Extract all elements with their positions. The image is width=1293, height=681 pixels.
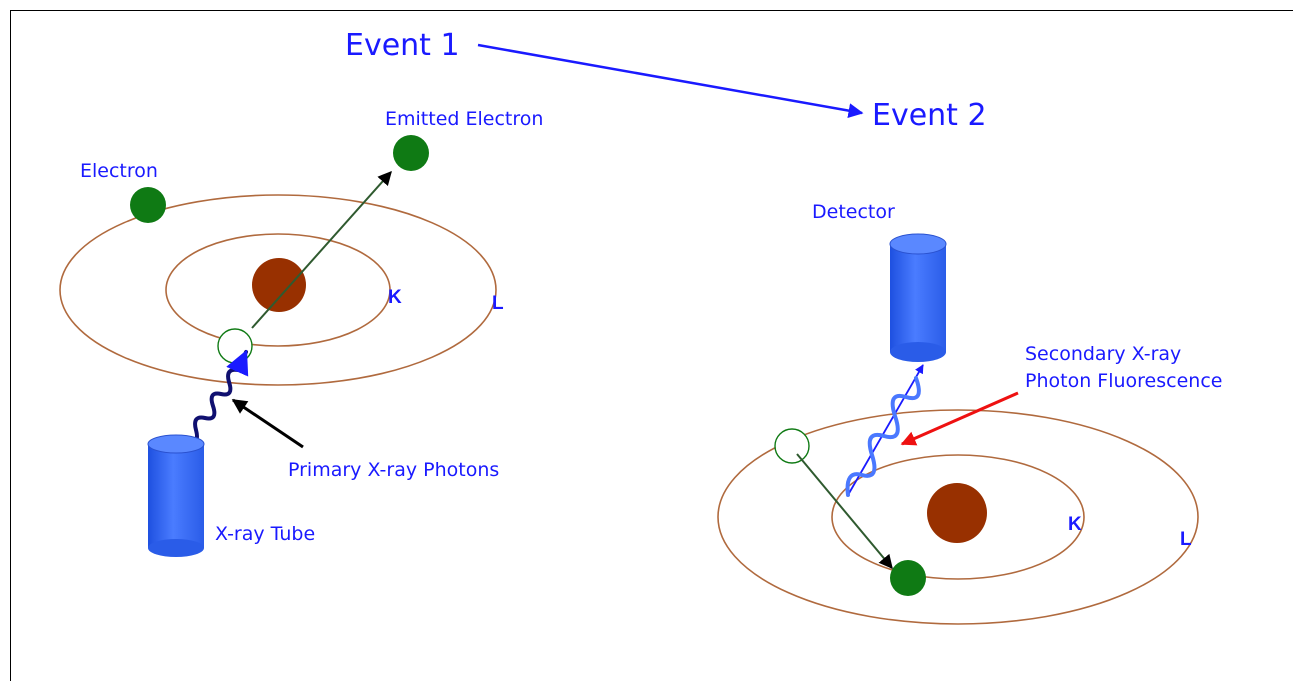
right-nucleus	[927, 483, 987, 543]
secondary-label-line2: Photon Fluorescence	[1025, 370, 1222, 392]
event2-label: Event 2	[872, 98, 987, 133]
right-vacancy	[774, 428, 810, 464]
right-electron	[890, 560, 926, 596]
primary-photons-label: Primary X-ray Photons	[288, 459, 499, 481]
fluorescence-pointer	[900, 391, 1019, 446]
xray-tube	[147, 434, 205, 557]
right-orbit-l	[717, 409, 1199, 625]
emitted-electron	[393, 135, 429, 171]
shell-k-left: K	[388, 287, 402, 308]
detector	[889, 233, 947, 362]
frame-border	[10, 10, 1293, 681]
shell-l-right: L	[1180, 529, 1192, 550]
shell-k-right: K	[1068, 514, 1082, 535]
left-orbit-l	[59, 194, 497, 386]
shell-l-left: L	[492, 293, 504, 314]
primary-photon-pointer	[231, 398, 304, 449]
electron-label: Electron	[80, 160, 158, 182]
left-nucleus	[252, 258, 306, 312]
emission-path	[251, 170, 392, 329]
left-orbit-k	[165, 233, 391, 347]
xray-tube-label: X-ray Tube	[215, 523, 315, 545]
left-atom: K L	[59, 135, 504, 457]
right-atom: K L	[717, 364, 1199, 625]
event1-label: Event 1	[345, 28, 460, 63]
event-arrow	[477, 43, 864, 119]
detector-label: Detector	[812, 201, 895, 223]
primary-photon-wave	[180, 349, 249, 457]
left-vacancy	[217, 328, 253, 364]
emitted-electron-label: Emitted Electron	[385, 108, 543, 130]
left-electron	[130, 187, 166, 223]
secondary-photon-wave	[845, 376, 921, 497]
secondary-label-line1: Secondary X-ray	[1025, 343, 1181, 365]
right-orbit-k	[831, 454, 1085, 580]
transition-path	[796, 453, 893, 570]
